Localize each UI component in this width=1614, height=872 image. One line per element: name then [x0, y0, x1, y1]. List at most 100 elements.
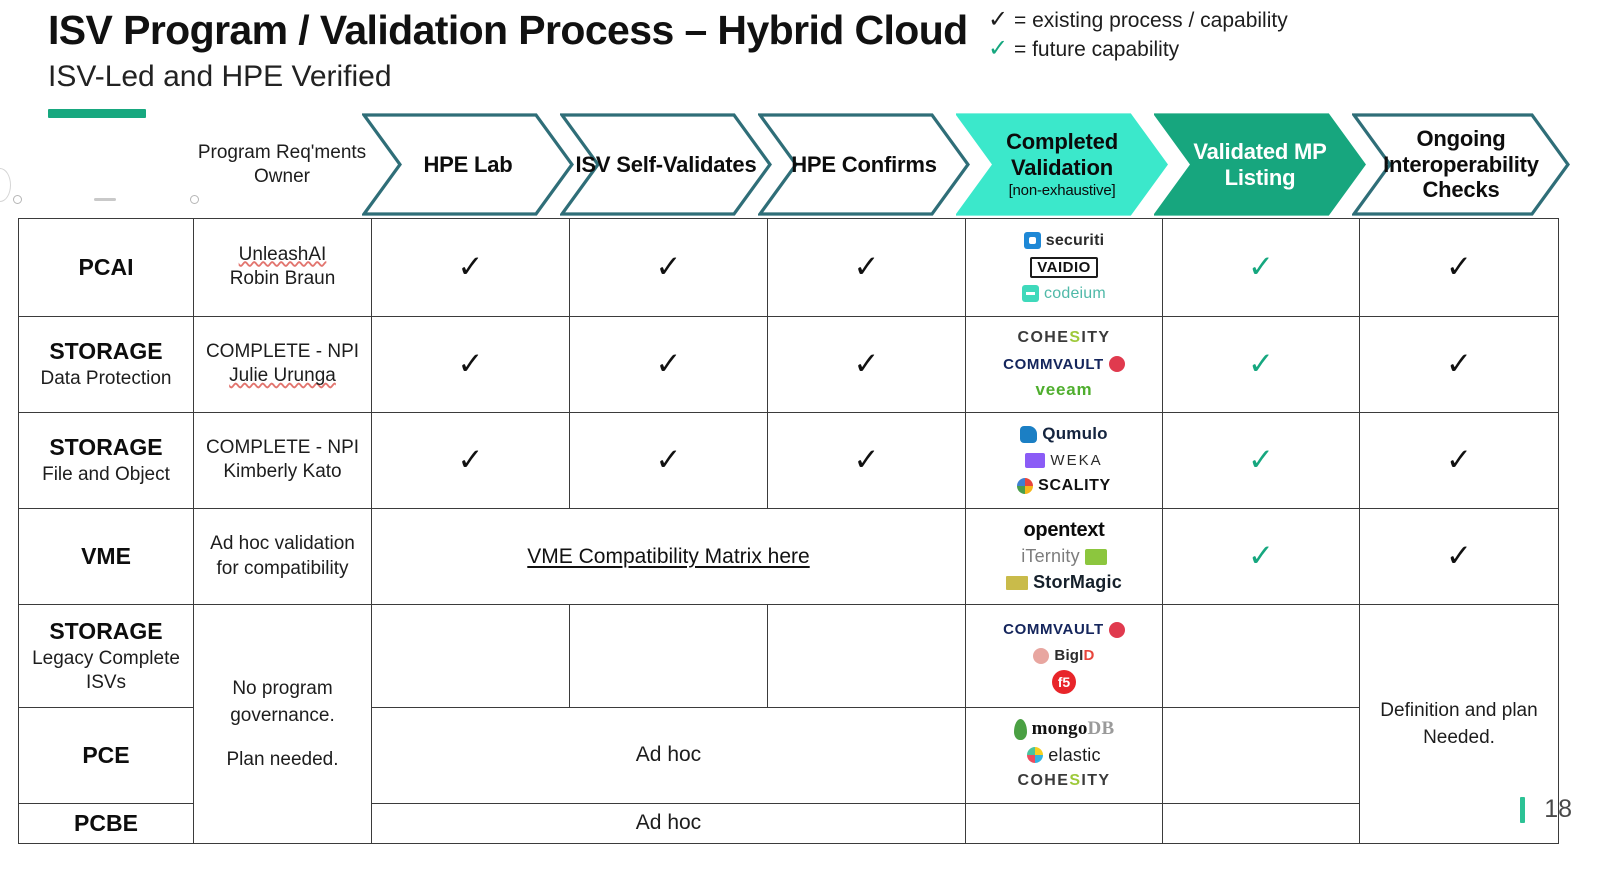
- check-icon-future: ✓: [1248, 538, 1274, 575]
- commvault-icon: [1108, 356, 1125, 373]
- resize-handle-right[interactable]: [190, 195, 199, 204]
- table-row[interactable]: STORAGE File and Object COMPLETE - NPI K…: [18, 411, 1559, 510]
- cell-hpe-lab: ✓: [371, 218, 570, 317]
- vendor-name: COMMVAULT: [1003, 355, 1104, 373]
- ongoing-note-line2: Needed.: [1423, 727, 1495, 749]
- iternity-icon: [1084, 548, 1107, 565]
- legend-item-existing: ✓ = existing process / capability: [988, 8, 1288, 37]
- legend-item-future: ✓ = future capability: [988, 37, 1288, 66]
- cell-ongoing: ✓: [1359, 315, 1559, 413]
- resize-handle-left[interactable]: [13, 195, 22, 204]
- check-icon-future: ✓: [1248, 345, 1274, 382]
- cell-completed-validation: COHESITY COMMVAULT veeam: [965, 315, 1163, 413]
- page-subtitle: ISV-Led and HPE Verified: [48, 59, 392, 93]
- vme-compatibility-matrix-link[interactable]: VME Compatibility Matrix here: [527, 544, 810, 568]
- chevron-label: Validated MP Listing: [1193, 138, 1327, 190]
- legend: ✓ = existing process / capability ✓ = fu…: [988, 8, 1288, 66]
- segment-name: VME: [81, 543, 131, 570]
- ongoing-note-line1: Definition and plan: [1380, 699, 1538, 721]
- cell-adhoc-merged: Ad hoc: [371, 706, 966, 804]
- cell-completed-validation: COMMVAULT BigID: [965, 604, 1163, 708]
- cell-adhoc-merged: Ad hoc: [371, 802, 966, 845]
- cell-validated-mp: ✓: [1162, 315, 1360, 413]
- validation-matrix: PCAI UnleashAI Robin Braun ✓ ✓ ✓ securit…: [18, 218, 1559, 845]
- vendor-logo-veeam: veeam: [1036, 380, 1093, 400]
- cell-isv-self: ✓: [569, 315, 768, 413]
- check-icon: ✓: [655, 248, 682, 285]
- cell-isv-self: ✓: [569, 411, 768, 510]
- vendor-logo-stormagic: StorMagic: [1006, 572, 1122, 593]
- cell-hpe-lab: ✓: [371, 411, 570, 510]
- vendor-logo-weka: WEKA: [1025, 450, 1102, 470]
- check-icon: ✓: [655, 345, 682, 382]
- cell-hpe-confirms: ✓: [767, 315, 966, 413]
- check-icon: ✓: [988, 6, 1009, 33]
- chevron-validated-mp-listing[interactable]: Validated MP Listing: [1154, 113, 1366, 216]
- vendor-name: veeam: [1035, 380, 1093, 400]
- chevron-label-text: Completed Validation: [1006, 129, 1118, 180]
- vendor-logo-commvault: COMMVAULT: [1003, 354, 1125, 374]
- vendor-name: COHESITY: [1017, 772, 1111, 790]
- check-icon: ✓: [457, 345, 484, 382]
- cell-completed-validation: [965, 802, 1163, 845]
- page-tick-icon: [1520, 796, 1526, 823]
- securiti-icon: [1023, 232, 1041, 250]
- table-row[interactable]: PCBE Ad hoc: [18, 802, 1559, 845]
- table-row[interactable]: STORAGE Legacy Complete ISVs No program …: [18, 604, 1559, 844]
- cell-hpe-confirms: [767, 604, 966, 708]
- adhoc-label: Ad hoc: [635, 811, 702, 835]
- table-row[interactable]: STORAGE Data Protection COMPLETE - NPI J…: [18, 315, 1559, 413]
- chevron-label: Completed Validation [non-exhaustive]: [962, 129, 1162, 199]
- cell-validated-mp: ✓: [1162, 508, 1360, 606]
- page-title: ISV Program / Validation Process – Hybri…: [48, 7, 968, 53]
- table-row[interactable]: PCAI UnleashAI Robin Braun ✓ ✓ ✓ securit…: [18, 218, 1559, 317]
- cell-isv-self: [569, 604, 768, 708]
- ongoing-note: Definition and plan Needed.: [1364, 697, 1554, 752]
- vendor-name: codeium: [1044, 284, 1106, 302]
- chevron-shape-icon: [362, 113, 574, 216]
- vendor-logo-bigid: BigID: [1033, 646, 1094, 666]
- vendor-logo-opentext: opentext: [1024, 519, 1105, 541]
- segment-name: PCAI: [78, 253, 134, 280]
- table-row[interactable]: PCE Ad hoc mongoDB elastic: [18, 706, 1559, 804]
- cell-validated-mp: ✓: [1162, 411, 1360, 510]
- vendor-logo-securiti: securiti: [1023, 231, 1105, 251]
- cell-hpe-lab: ✓: [371, 315, 570, 413]
- footer-page-number: 18: [1520, 795, 1572, 824]
- cell-ongoing: ✓: [1359, 411, 1559, 510]
- owner-program: COMPLETE - NPI: [205, 436, 360, 458]
- check-icon-future: ✓: [1248, 248, 1274, 285]
- chevron-completed-validation[interactable]: Completed Validation [non-exhaustive]: [956, 113, 1168, 216]
- chevron-isv-self-validates[interactable]: ISV Self-Validates: [560, 113, 772, 216]
- owner-program: UnleashAI: [238, 243, 327, 265]
- cell-segment: PCE: [18, 706, 194, 804]
- chevron-ongoing-interoperability-checks[interactable]: Ongoing Interoperability Checks: [1352, 113, 1570, 216]
- resize-handle-middle[interactable]: [94, 198, 116, 201]
- table-row[interactable]: VME Ad hoc validation for compatibility …: [18, 508, 1559, 606]
- matrix-table: PCAI UnleashAI Robin Braun ✓ ✓ ✓ securit…: [18, 218, 1559, 845]
- owner-note-line1: No program governance.: [230, 677, 335, 727]
- vendor-logo-qumulo: Qumulo: [1020, 424, 1108, 444]
- vendor-logo-stack: COMMVAULT BigID: [970, 620, 1158, 694]
- page-number: 18: [1544, 795, 1572, 823]
- cell-vme-merged[interactable]: VME Compatibility Matrix here: [371, 508, 966, 606]
- cell-hpe-lab: [371, 604, 570, 708]
- segment-sub: Data Protection: [40, 367, 172, 389]
- chevron-hpe-confirms[interactable]: HPE Confirms: [758, 113, 970, 216]
- cell-owner: UnleashAI Robin Braun: [193, 218, 372, 317]
- cell-ongoing: ✓: [1359, 218, 1559, 317]
- column-header-owner: Program Req'ments Owner: [193, 113, 371, 216]
- owner-person: Kimberly Kato: [223, 461, 342, 483]
- vendor-name: WEKA: [1050, 451, 1103, 469]
- owner-note-line1: Ad hoc validation: [210, 533, 355, 555]
- bigid-icon: [1033, 647, 1050, 664]
- check-icon: ✓: [853, 441, 880, 478]
- owner-note-line2: Plan needed.: [226, 748, 339, 770]
- legend-label: = existing process / capability: [1014, 9, 1288, 32]
- chevron-sublabel: [non-exhaustive]: [1008, 182, 1116, 200]
- vendor-logo-cohesity: COHESITY: [1018, 328, 1111, 348]
- cell-completed-validation: securiti VAIDIO codeium: [965, 218, 1163, 317]
- vendor-name: SCALITY: [1038, 477, 1111, 495]
- chevron-hpe-lab[interactable]: HPE Lab: [362, 113, 574, 216]
